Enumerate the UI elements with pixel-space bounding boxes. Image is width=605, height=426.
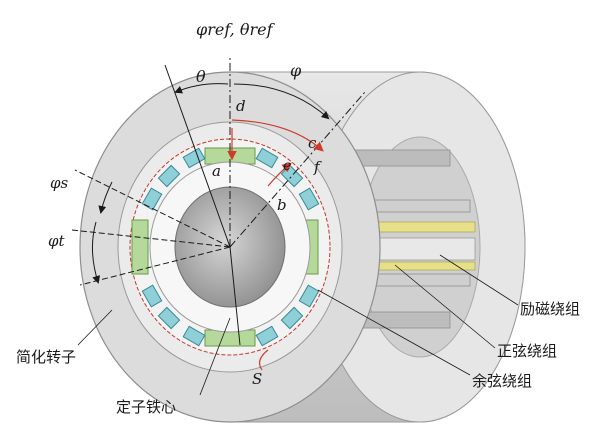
label-b: b [277,196,287,214]
label-f: f [313,158,322,176]
callout-cosine-winding: 余弦绕组 [472,372,532,390]
callout-field-winding: 励磁绕组 [520,300,580,318]
label-e: e [283,158,291,174]
reference-lines [71,55,366,346]
label-phi-t: φt [48,232,66,250]
label-c: c [308,134,317,152]
leader-lines [77,254,519,396]
callout-sine-winding: 正弦绕组 [497,342,557,360]
label-a: a [212,162,221,180]
label-phi: φ [290,61,302,80]
label-phi-ref-theta-ref: φref, θref [196,20,276,39]
label-theta: θ [196,67,206,86]
label-d: d [236,97,246,115]
callout-stator-core: 定子铁心 [116,398,176,416]
angle-arcs [92,83,330,371]
label-phi-s: φs [50,174,69,192]
callout-simplified-rotor: 简化转子 [16,348,76,366]
label-s: S [252,370,262,388]
